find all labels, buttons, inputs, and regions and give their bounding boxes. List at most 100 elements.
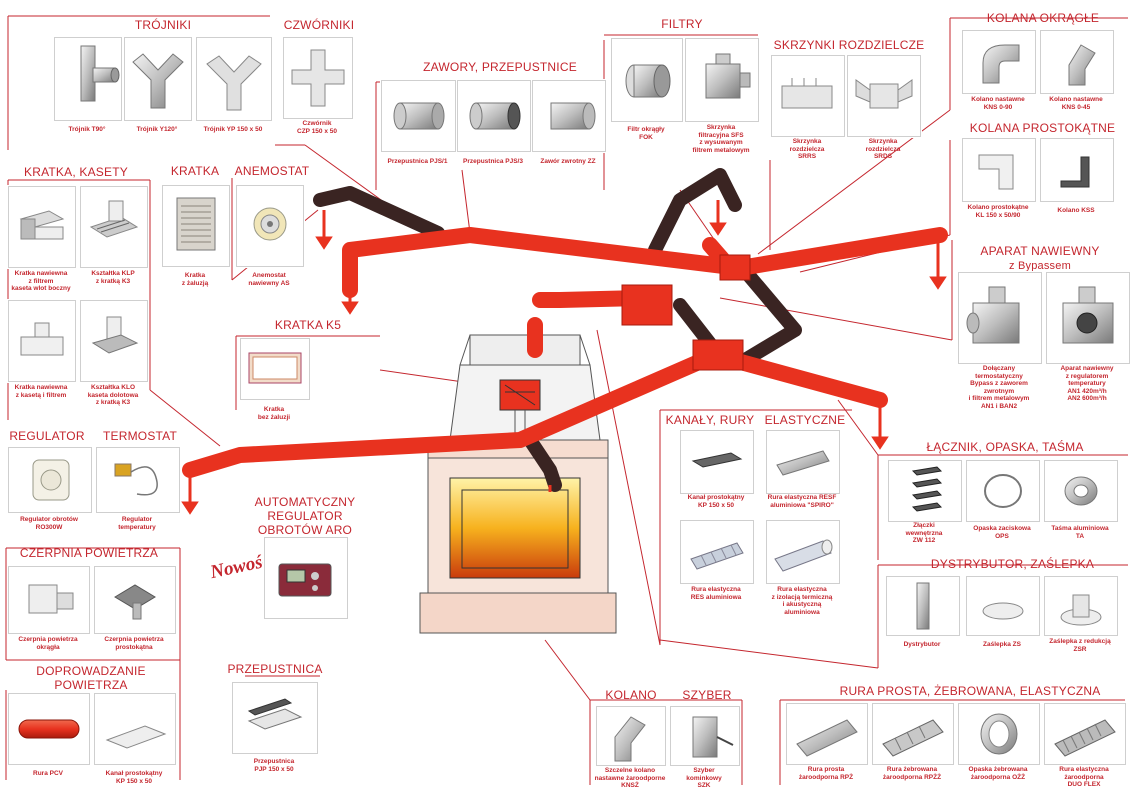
- product-regulator-ro[interactable]: [8, 447, 92, 513]
- tee-y120-icon: [132, 53, 184, 109]
- product-zlaczki[interactable]: [888, 460, 962, 522]
- product-skrzynka-sfs[interactable]: [685, 38, 759, 122]
- ribbed-clamp-icon: [980, 713, 1018, 755]
- reducer-cap-icon: [1060, 594, 1102, 626]
- fireplace: [419, 334, 617, 634]
- product-kratka-filtr[interactable]: [8, 186, 76, 268]
- product-aparat-an[interactable]: [1046, 272, 1130, 364]
- caption: Czerpnia powietrza okrągła: [18, 636, 78, 651]
- product-kolano-kl[interactable]: [962, 138, 1036, 202]
- product-rura-izolacja[interactable]: [766, 520, 840, 584]
- product-kanal-kp2[interactable]: [94, 693, 176, 765]
- pvc-pipe-icon: [18, 719, 80, 739]
- plain-grille-icon: [248, 352, 302, 384]
- caption: Rura prosta żaroodporna RPŻ: [798, 766, 854, 781]
- caption: Trójnik Y120°: [136, 126, 178, 133]
- round-filter-icon: [625, 64, 671, 98]
- product-czerpnia-okragla[interactable]: [8, 566, 90, 634]
- product-aparat-bypass[interactable]: [958, 272, 1042, 364]
- product-rura-rpzz[interactable]: [872, 703, 954, 765]
- end-cap-icon: [982, 602, 1024, 620]
- caption: Szczelne kolano nastawne żaroodporne KNS…: [594, 767, 666, 789]
- product-kratka-bez[interactable]: [240, 338, 310, 400]
- product-skrzynka-srrs[interactable]: [771, 55, 845, 137]
- product-szyber-szk[interactable]: [670, 706, 740, 766]
- distribution-box-icon: [781, 78, 833, 109]
- caption: Czerpnia powietrza prostokątna: [104, 636, 164, 651]
- heading-dystrybutor: DYSTRYBUTOR, ZAŚLEPKA: [930, 557, 1095, 571]
- heading-kanaly: KANAŁY, RURY: [665, 413, 755, 427]
- product-kolano-kss[interactable]: [1040, 138, 1114, 202]
- product-zaslepka-zs[interactable]: [966, 576, 1040, 636]
- product-rura-pcv[interactable]: [8, 693, 90, 765]
- product-opaska-ops[interactable]: [966, 460, 1040, 522]
- ribbed-pipe-icon: [882, 719, 944, 757]
- caption: Przepustnica PJP 150 x 50: [253, 758, 295, 773]
- product-kolano-knsz[interactable]: [596, 706, 666, 766]
- grille-cassette-icon: [19, 210, 65, 240]
- product-ksztaltka-klo[interactable]: [80, 300, 148, 382]
- product-przepustnica-pjs1[interactable]: [381, 80, 456, 152]
- caption: Kanał prostokątny KP 150 x 50: [105, 770, 163, 785]
- product-czerpnia-prostokatna[interactable]: [94, 566, 176, 634]
- product-tasma-ta[interactable]: [1044, 460, 1118, 522]
- thermostat-icon: [114, 463, 158, 496]
- product-opaska-ozz[interactable]: [958, 703, 1040, 765]
- product-skrzynka-srds[interactable]: [847, 55, 921, 137]
- product-trojnik-yp[interactable]: [196, 37, 272, 121]
- product-trojnik-t90[interactable]: [54, 37, 122, 121]
- product-czwornik[interactable]: [283, 37, 353, 119]
- product-anemostat-as[interactable]: [236, 185, 304, 267]
- caption: Rura elastyczna RES aluminiowa: [690, 586, 742, 601]
- product-rura-rpz[interactable]: [786, 703, 868, 765]
- product-ksztaltka-klp[interactable]: [80, 186, 148, 268]
- fitting-grille-icon: [91, 316, 139, 354]
- caption: Taśma aluminiowa TA: [1051, 525, 1109, 540]
- product-aro[interactable]: [264, 537, 348, 619]
- tape-icon: [1064, 476, 1098, 506]
- product-rura-duo[interactable]: [1044, 703, 1126, 765]
- heading-kratka: KRATKA: [170, 164, 220, 178]
- product-dystrybutor[interactable]: [886, 576, 960, 636]
- heading-kolano: KOLANO: [605, 688, 657, 702]
- product-regulator-temp[interactable]: [96, 447, 180, 513]
- speed-regulator-icon: [32, 459, 70, 501]
- heading-trojniki: TRÓJNIKI: [134, 18, 192, 32]
- caption: Trójnik T90°: [68, 126, 106, 133]
- product-trojnik-y120[interactable]: [124, 37, 192, 121]
- heading-kolana-prostokatne: KOLANA PROSTOKĄTNE: [969, 121, 1116, 135]
- heading-kolana-okragle: KOLANA OKRĄGŁE: [986, 11, 1100, 25]
- product-kolano-kns090[interactable]: [962, 30, 1036, 94]
- caption: Dołączany termostatyczny Bypass z zawore…: [968, 365, 1030, 410]
- product-przepustnica-pjs3[interactable]: [457, 80, 531, 152]
- air-intake-icon: [28, 584, 74, 614]
- cross-fitting-icon: [291, 49, 345, 107]
- caption: Opaska żebrowana żaroodporna OŻŻ: [968, 766, 1028, 781]
- product-kolano-kns045[interactable]: [1040, 30, 1114, 94]
- heading-czworniki: CZWÓRNIKI: [283, 18, 355, 32]
- heading-doprowadzanie: DOPROWADZANIE POWIETRZA: [36, 664, 146, 692]
- product-rura-resf[interactable]: [766, 430, 840, 494]
- product-przepustnica-pjp[interactable]: [232, 682, 318, 754]
- caption: Przepustnica PJS/1: [387, 158, 448, 165]
- product-zaslepka-zsr[interactable]: [1044, 576, 1118, 636]
- duct-boxes: [621, 254, 751, 371]
- product-filtr-fok[interactable]: [611, 38, 683, 122]
- tee-90-icon: [80, 45, 120, 102]
- rect-duct-icon: [105, 725, 167, 749]
- caption: Kratka bez żaluzji: [257, 406, 291, 421]
- caption: Zawór zwrotny ZZ: [540, 158, 596, 165]
- product-kratka-zaluzja[interactable]: [162, 185, 230, 267]
- product-kanal-kp[interactable]: [680, 430, 754, 494]
- diffuser-icon: [253, 207, 287, 241]
- caption: Dystrybutor: [903, 641, 941, 648]
- product-zawor-zz[interactable]: [532, 80, 606, 152]
- heading-lacznik: ŁĄCZNIK, OPASKA, TAŚMA: [926, 440, 1084, 454]
- grille-cassette-icon: [20, 322, 64, 356]
- product-kratka-kaseta[interactable]: [8, 300, 76, 382]
- air-intake-icon: [114, 584, 156, 620]
- flex-pipe-icon: [690, 542, 744, 570]
- product-rura-res[interactable]: [680, 520, 754, 584]
- caption: Przepustnica PJS/3: [463, 158, 523, 165]
